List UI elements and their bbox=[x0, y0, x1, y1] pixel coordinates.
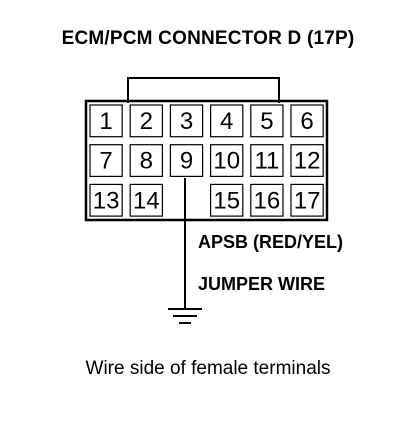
terminal-number-3: 3 bbox=[180, 108, 193, 135]
terminal-number-5: 5 bbox=[260, 108, 273, 135]
terminal-cell-14 bbox=[129, 183, 163, 217]
terminal-number-13: 13 bbox=[93, 187, 120, 214]
terminal-number-9: 9 bbox=[180, 148, 193, 175]
terminal-cell-1 bbox=[89, 104, 123, 138]
terminal-number-7: 7 bbox=[99, 148, 112, 175]
terminal-cell-7 bbox=[89, 144, 123, 177]
terminal-number-17: 17 bbox=[294, 187, 321, 214]
terminal-cell-2 bbox=[129, 104, 163, 138]
diagram-title: ECM/PCM CONNECTOR D (17P) bbox=[61, 28, 355, 49]
wire-color-label: APSB (RED/YEL) bbox=[198, 232, 344, 252]
terminal-cell-6 bbox=[290, 104, 324, 138]
terminal-number-10: 10 bbox=[213, 148, 240, 175]
jumper-wire-label: JUMPER WIRE bbox=[198, 274, 326, 294]
terminal-cell-8 bbox=[129, 144, 163, 177]
terminal-number-12: 12 bbox=[294, 148, 321, 175]
terminal-number-2: 2 bbox=[140, 108, 153, 135]
terminal-cell-16 bbox=[250, 183, 284, 217]
terminal-cell-13 bbox=[89, 183, 123, 217]
terminal-cell-9 bbox=[169, 144, 204, 177]
connector-housing bbox=[84, 99, 329, 222]
terminal-cell-11 bbox=[250, 144, 284, 177]
terminal-cell-4 bbox=[210, 104, 244, 138]
terminal-cell-17 bbox=[290, 183, 324, 217]
terminal-number-1: 1 bbox=[99, 108, 112, 135]
terminal-cell-3 bbox=[169, 104, 204, 138]
terminal-number-6: 6 bbox=[300, 108, 313, 135]
terminal-cell-12 bbox=[290, 144, 324, 177]
terminal-number-4: 4 bbox=[220, 108, 233, 135]
terminal-cell-15 bbox=[210, 183, 244, 217]
terminal-number-14: 14 bbox=[133, 187, 160, 214]
terminal-cell-10 bbox=[210, 144, 244, 177]
ground-icon bbox=[168, 308, 202, 324]
terminal-number-8: 8 bbox=[140, 148, 153, 175]
terminal-number-11: 11 bbox=[254, 148, 279, 175]
terminal-number-16: 16 bbox=[254, 187, 281, 214]
terminal-number-15: 15 bbox=[213, 187, 240, 214]
connector-lock-tab bbox=[127, 77, 280, 103]
terminal-cell-5 bbox=[250, 104, 284, 138]
diagram-caption: Wire side of female terminals bbox=[85, 358, 331, 379]
